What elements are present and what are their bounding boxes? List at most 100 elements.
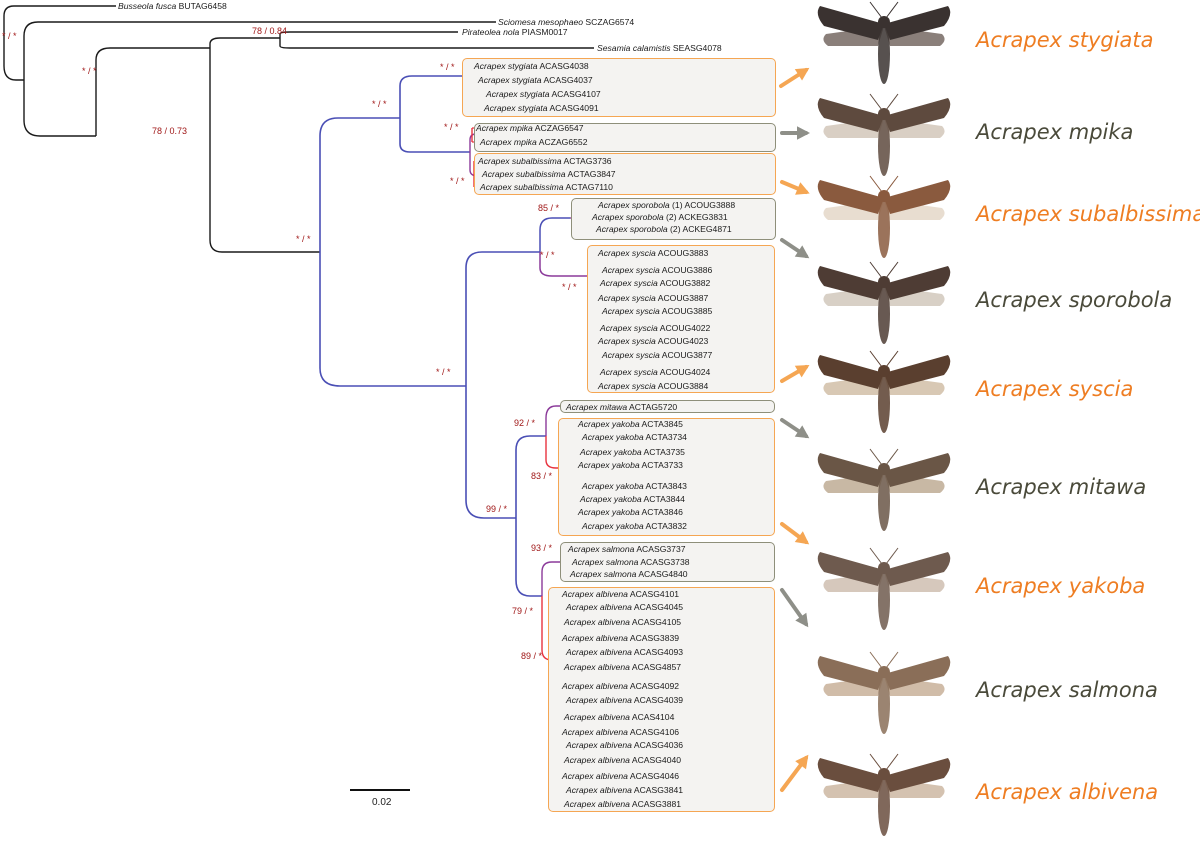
taxon-label: Acrapex sporobola (2) ACKEG3831 xyxy=(592,212,728,222)
arrow-head xyxy=(797,126,810,140)
taxon-label: Acrapex albivena ACASG4092 xyxy=(562,681,679,691)
support-value: 92 / * xyxy=(514,418,536,428)
taxon-code: ACASG3841 xyxy=(631,785,684,795)
branch-lower xyxy=(465,386,516,519)
taxon-label: Acrapex subalbissima ACTAG3736 xyxy=(478,156,612,166)
taxon-code: BUTAG6458 xyxy=(176,1,227,11)
taxon-label: Acrapex subalbissima ACTAG7110 xyxy=(480,182,613,192)
taxon-label: Acrapex yakoba ACTA3832 xyxy=(582,521,687,531)
taxon-label: Acrapex syscia ACOUG3887 xyxy=(598,293,708,303)
taxon-label: Acrapex salmona ACASG4840 xyxy=(570,569,688,579)
taxon-label: Acrapex syscia ACOUG4022 xyxy=(600,323,710,333)
branch-mitawa xyxy=(545,405,566,436)
taxon-label: Acrapex syscia ACOUG3883 xyxy=(598,248,708,258)
taxon-code: ACZAG6552 xyxy=(536,137,588,147)
support-value: * / * xyxy=(444,122,459,132)
taxon-label: Acrapex albivena ACASG4093 xyxy=(566,647,683,657)
taxon-species: Acrapex yakoba xyxy=(582,521,644,531)
taxon-species: Acrapex yakoba xyxy=(578,460,640,470)
taxon-label: Acrapex stygiata ACASG4038 xyxy=(474,61,589,71)
species-name: Acrapex mitawa xyxy=(976,475,1147,499)
arrow-head xyxy=(794,531,810,545)
moth-specimen-image xyxy=(817,261,951,344)
taxon-code: ACASG4091 xyxy=(547,103,599,113)
taxon-species: Acrapex syscia xyxy=(598,248,656,258)
taxon-species: Acrapex syscia xyxy=(600,367,658,377)
taxon-label: Acrapex mitawa ACTAG5720 xyxy=(566,402,677,412)
taxon-species: Acrapex albivena xyxy=(566,647,632,657)
taxon-code: ACASG3738 xyxy=(638,556,690,567)
taxon-label: Acrapex albivena ACASG4040 xyxy=(564,755,681,765)
taxon-species: Acrapex subalbissima xyxy=(478,156,562,166)
taxon-species: Acrapex syscia xyxy=(598,293,656,303)
support-value: 78 / 0.84 xyxy=(252,26,288,36)
branch-sciomesa xyxy=(23,21,496,80)
taxon-species: Acrapex stygiata xyxy=(478,75,542,85)
taxon-species: Acrapex yakoba xyxy=(580,494,642,504)
taxon-species: Sciomesa mesophaeo xyxy=(498,17,584,27)
support-value: * / * xyxy=(562,282,577,292)
moth-specimen-image xyxy=(817,651,951,734)
taxon-code: ACASG4036 xyxy=(631,740,684,750)
taxon-code: ACTA3832 xyxy=(643,521,687,531)
taxon-code: (2) ACKEG3831 xyxy=(663,212,728,222)
taxon-code: ACASG3737 xyxy=(634,544,686,554)
taxon-code: ACASG4038 xyxy=(537,61,589,71)
taxon-label: Acrapex salmona ACASG3738 xyxy=(572,557,690,567)
taxon-species: Acrapex albivena xyxy=(566,695,632,705)
branch-clade-B xyxy=(319,252,466,387)
taxon-species: Acrapex albivena xyxy=(564,662,630,672)
arrow-head xyxy=(794,245,810,259)
taxon-label: Acrapex yakoba ACTA3734 xyxy=(582,432,687,442)
branch-pirateolea xyxy=(279,31,458,38)
branch-spor-sys xyxy=(465,251,540,386)
taxon-code: ACASG4045 xyxy=(631,602,684,612)
taxon-label: Acrapex mpika ACZAG6552 xyxy=(480,137,587,147)
arrow-head xyxy=(794,364,810,378)
taxon-species: Acrapex sporobola xyxy=(598,200,670,210)
taxon-species: Acrapex yakoba xyxy=(580,447,642,457)
support-value: 78 / 0.73 xyxy=(152,126,188,136)
taxon-code: ACOUG4024 xyxy=(657,367,711,377)
taxon-code: (2) ACKEG4871 xyxy=(667,224,732,234)
clade-box-subalbissima xyxy=(474,153,776,195)
clade-box-syscia xyxy=(587,245,775,393)
arrow-head xyxy=(794,67,810,81)
taxon-species: Acrapex albivena xyxy=(564,799,630,809)
taxon-species: Acrapex subalbissima xyxy=(482,169,566,179)
taxon-label: Acrapex mpika ACZAG6547 xyxy=(476,123,583,133)
taxon-label: Acrapex albivena ACASG4857 xyxy=(564,662,681,672)
taxon-code: ACTA3844 xyxy=(641,494,685,504)
taxon-label: Acrapex yakoba ACTA3846 xyxy=(578,507,683,517)
moth-specimen-image xyxy=(817,175,951,258)
taxon-code: ACTAG3847 xyxy=(565,169,616,179)
taxon-species: Acrapex sporobola xyxy=(592,212,664,222)
taxon-label: Acrapex syscia ACOUG4023 xyxy=(598,336,708,346)
taxon-species: Acrapex albivena xyxy=(562,633,628,643)
taxon-label: Acrapex sporobola (1) ACOUG3888 xyxy=(598,200,735,210)
clade-box-yakoba xyxy=(558,418,775,536)
branch-stygiata xyxy=(399,75,462,118)
taxon-label: Sesamia calamistis SEASG4078 xyxy=(597,43,722,53)
support-value: * / * xyxy=(450,176,465,186)
taxon-label: Acrapex albivena ACASG4036 xyxy=(566,740,683,750)
support-value: * / * xyxy=(296,234,311,244)
branch-mpika-subalb xyxy=(399,118,470,153)
taxon-species: Acrapex salmona xyxy=(570,569,637,579)
taxon-label: Acrapex yakoba ACTA3845 xyxy=(578,419,683,429)
taxon-code: ACTA3733 xyxy=(639,460,683,470)
support-value: 89 / * xyxy=(521,651,543,661)
branch-salmona xyxy=(541,561,564,596)
branch-root xyxy=(3,42,24,81)
taxon-code: ACTA3845 xyxy=(639,419,683,429)
taxon-label: Acrapex albivena ACASG3841 xyxy=(566,785,683,795)
taxon-label: Acrapex albivena ACASG4105 xyxy=(564,617,681,627)
branch-sesamia xyxy=(279,38,594,49)
species-name: Acrapex mpika xyxy=(976,120,1134,144)
moth-specimen-image xyxy=(817,1,951,84)
taxon-species: Acrapex albivena xyxy=(562,589,628,599)
clade-box-mpika xyxy=(474,123,776,152)
taxon-label: Acrapex syscia ACOUG4024 xyxy=(600,367,710,377)
taxon-species: Acrapex albivena xyxy=(566,602,632,612)
taxon-species: Acrapex syscia xyxy=(602,306,660,316)
